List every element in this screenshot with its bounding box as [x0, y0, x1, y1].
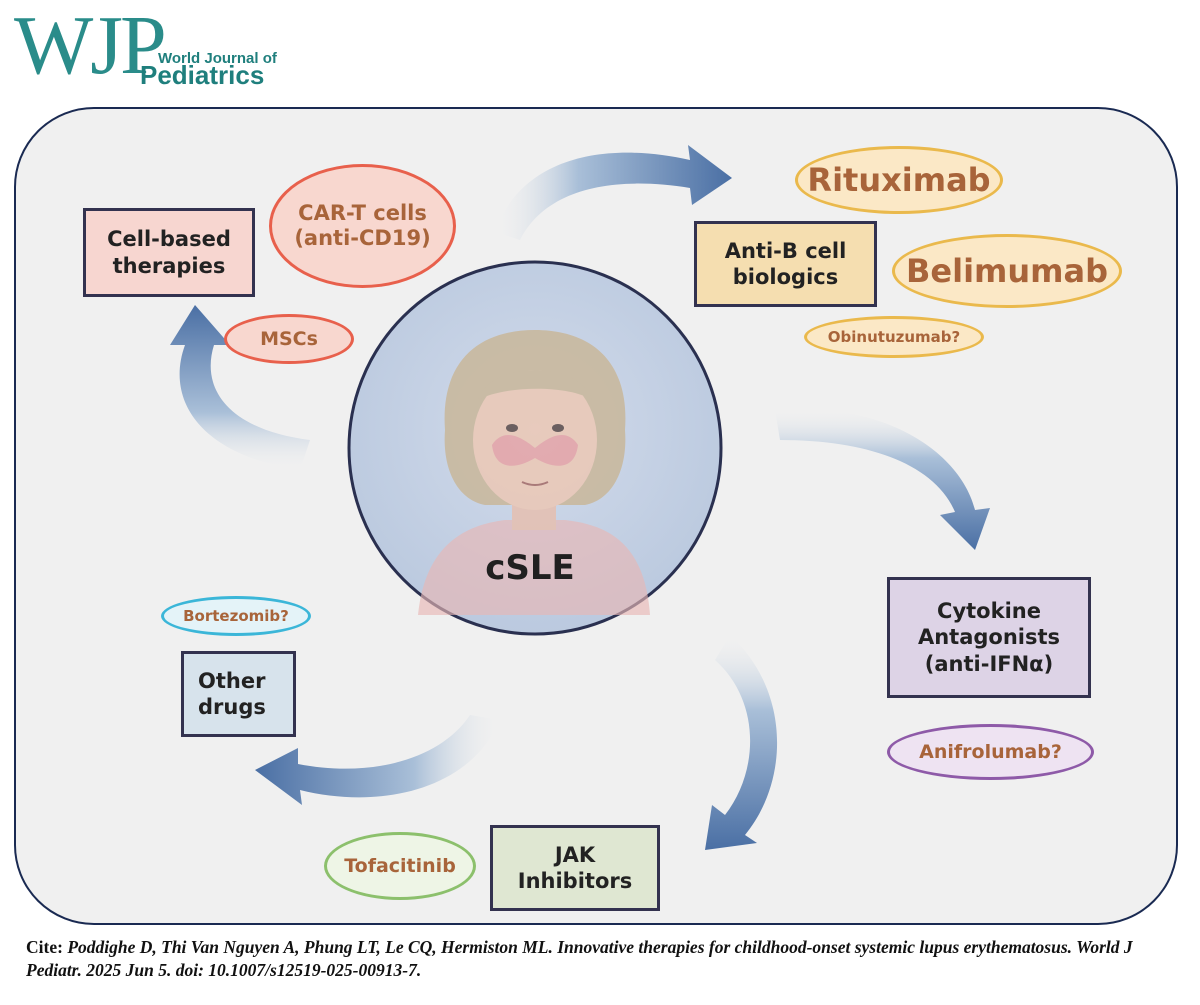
journal-logo-line1: World Journal of [158, 50, 277, 67]
journal-logo-line2: Pediatrics [140, 60, 265, 90]
arrow-left [170, 305, 310, 470]
box-jak-inhibitors: JAK Inhibitors [490, 825, 660, 911]
box-other-drugs: Other drugs [181, 651, 296, 737]
arrow-bottom-right [705, 635, 778, 850]
citation-label: Cite: [26, 937, 63, 957]
citation-text: Poddighe D, Thi Van Nguyen A, Phung LT, … [26, 937, 1133, 980]
arrow-top [495, 145, 732, 240]
drug-anifrolumab-label: Anifrolumab? [919, 740, 1062, 763]
drug-anifrolumab: Anifrolumab? [887, 724, 1094, 780]
box-anti-b-label: Anti-B cell biologics [724, 238, 847, 289]
box-cell-based-therapies: Cell-based therapies [83, 208, 255, 297]
drug-belimumab: Belimumab [892, 234, 1122, 308]
child-illustration [418, 330, 650, 615]
drug-mscs-label: MSCs [260, 327, 318, 350]
box-cytokine-antagonists: Cytokine Antagonists (anti-IFNα) [887, 577, 1091, 698]
drug-obinutuzumab: Obinutuzumab? [804, 316, 984, 358]
drug-obinutuzumab-label: Obinutuzumab? [827, 328, 961, 346]
drug-mscs: MSCs [224, 314, 354, 364]
citation: Cite: Poddighe D, Thi Van Nguyen A, Phun… [26, 936, 1186, 982]
drug-bortezomib-label: Bortezomib? [183, 607, 289, 625]
journal-logo-abbr: WJP [14, 0, 167, 92]
box-cell-based-label: Cell-based therapies [107, 227, 231, 278]
arrow-bottom-left [255, 715, 500, 805]
arrow-right [775, 408, 990, 550]
drug-bortezomib: Bortezomib? [161, 596, 311, 636]
drug-car-t-cells: CAR-T cells (anti-CD19) [269, 164, 456, 288]
drug-tofacitinib-label: Tofacitinib [344, 854, 456, 877]
drug-rituximab: Rituximab [795, 146, 1003, 214]
drug-rituximab-label: Rituximab [807, 160, 991, 199]
box-jak-label: JAK Inhibitors [517, 842, 633, 893]
box-anti-b-cell-biologics: Anti-B cell biologics [694, 221, 877, 307]
box-cytokine-label: Cytokine Antagonists (anti-IFNα) [917, 599, 1061, 676]
drug-car-t-label: CAR-T cells (anti-CD19) [294, 200, 431, 250]
drug-tofacitinib: Tofacitinib [324, 832, 476, 900]
center-label-cSLE: cSLE [485, 548, 575, 588]
box-other-label: Other drugs [198, 668, 266, 719]
drug-belimumab-label: Belimumab [906, 251, 1108, 290]
